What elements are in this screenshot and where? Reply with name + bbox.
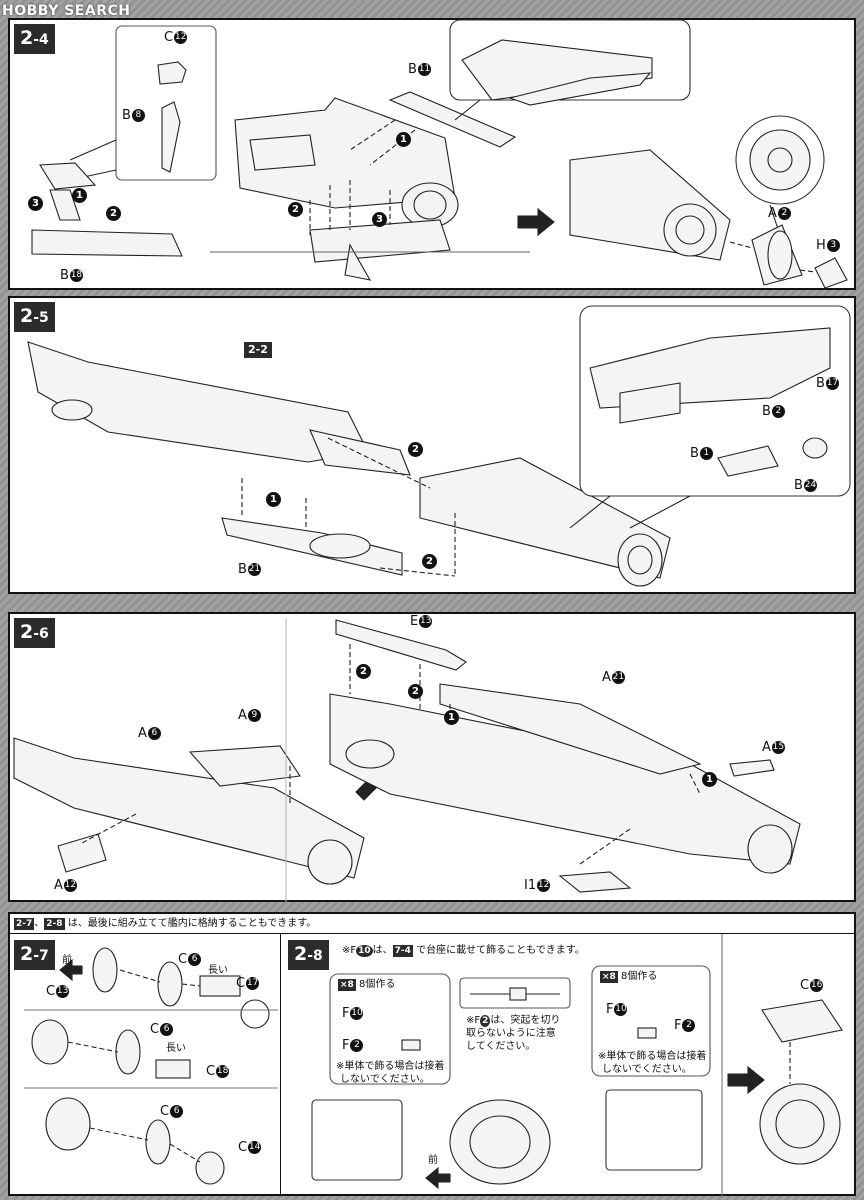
step-2-2-ref: 2-2 [244, 342, 272, 358]
long-label-1: 長い [208, 965, 228, 976]
step-2-6-panel: 2-6 [8, 612, 856, 902]
caution-right-1: ※単体で飾る場合は接着 [598, 1051, 707, 1062]
step-2-5-drawing [27, 305, 851, 587]
step-2-5-panel: 2-5 2- [8, 296, 856, 594]
step-2-7-area [10, 934, 281, 1194]
banner-tag-2-8: 2-8 [44, 918, 65, 930]
step-2-7-label: 2-7 [14, 940, 55, 970]
step-2-4-panel: 2-4 [8, 18, 856, 290]
step-2-4-label: 2-4 [14, 24, 55, 54]
caution-left-2: しないでください。 [340, 1074, 430, 1085]
order-1b: 1 [396, 132, 411, 147]
step-2-4-drawing [31, 19, 848, 289]
caution-right-2: しないでください。 [602, 1064, 692, 1075]
make-count-right: ×8 8個作る [600, 971, 658, 983]
step-2-8-label: 2-8 [288, 940, 329, 970]
order-3: 3 [28, 196, 43, 211]
banner: 2-7、2-8 は、最後に組み立てて艦内に格納することもできます。 [10, 914, 854, 934]
steps-bottom-drawing [24, 934, 843, 1198]
caution-left-1: ※単体で飾る場合は接着 [336, 1061, 445, 1072]
banner-tag-2-7: 2-7 [14, 918, 35, 930]
step-2-6-label: 2-6 [14, 618, 55, 648]
make-count-left: ×8 8個作る [338, 979, 396, 991]
order-2c: 2 [408, 442, 423, 457]
order-2f: 2 [408, 684, 423, 699]
banner-text: は、最後に組み立てて艦内に格納することもできます。 [64, 918, 317, 929]
order-1: 1 [72, 188, 87, 203]
watermark: HOBBY SEARCH [2, 3, 131, 19]
order-1c: 1 [266, 492, 281, 507]
order-2: 2 [106, 206, 121, 221]
order-2b: 2 [288, 202, 303, 217]
order-1d: 1 [444, 710, 459, 725]
order-2d: 2 [422, 554, 437, 569]
order-3b: 3 [372, 212, 387, 227]
steps-2-7-2-8-panel: 2-7、2-8 は、最後に組み立てて艦内に格納することもできます。 2-7 [8, 912, 856, 1198]
order-2e: 2 [356, 664, 371, 679]
step-2-6-drawing [13, 618, 801, 902]
front-label-2-7: 前 [62, 955, 72, 966]
front-label-2-8: 前 [428, 1155, 438, 1166]
step-2-5-label: 2-5 [14, 302, 55, 332]
order-1e: 1 [702, 772, 717, 787]
long-label-2: 長い [166, 1043, 186, 1054]
